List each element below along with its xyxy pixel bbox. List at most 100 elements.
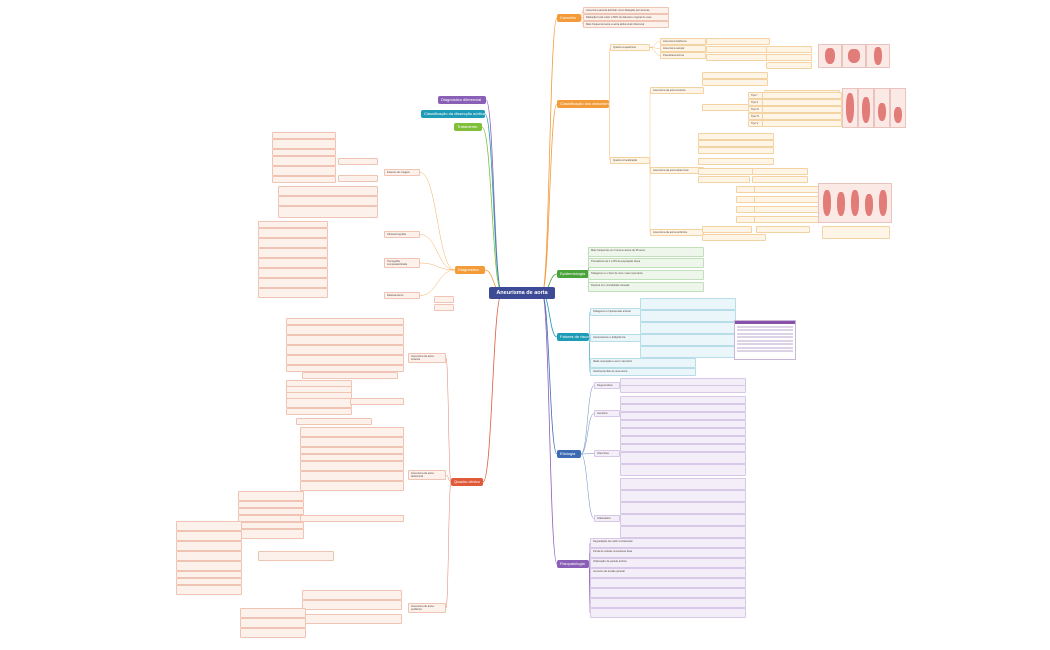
connector-line	[481, 126, 503, 294]
etiologia-item: Genética	[594, 410, 620, 417]
quadro-detail	[240, 608, 306, 618]
crawford-desc	[762, 120, 842, 127]
branch-classificacao[interactable]: Classificação dos aneurismas	[557, 100, 609, 108]
local-item: Aneurisma da aorta torácica	[650, 87, 704, 94]
abdominal-detail	[736, 216, 756, 223]
forma-detail	[766, 62, 812, 69]
quadro-detail	[238, 501, 304, 508]
branch-diagnostico-diferencial[interactable]: Diagnóstico diferencial	[438, 96, 486, 104]
periferica-detail	[702, 226, 752, 233]
quadro-detail	[286, 355, 404, 365]
conceito-item: Aneurisma arterial definido como dilataç…	[583, 7, 669, 14]
etiologia-item: Inflamatória	[594, 515, 620, 522]
quadro-detail	[286, 335, 404, 345]
epidemio-item: Ruptura tem mortalidade elevada	[588, 282, 704, 292]
abdominal-detail	[736, 206, 756, 213]
branch-fatores-risco[interactable]: Fatores de risco	[557, 333, 589, 341]
connector-line	[608, 47, 611, 105]
diagnostico-detail	[258, 221, 328, 228]
diagnostico-detail	[272, 149, 336, 156]
toracica-detail	[702, 79, 768, 86]
branch-epidemiologia[interactable]: Epidemiologia	[557, 270, 589, 278]
periferica-detail	[756, 226, 810, 233]
branch-classificacao-disseccao[interactable]: Classificação da dissecção aórtica	[421, 110, 485, 118]
quadro-detail	[238, 491, 304, 501]
connector-line	[484, 113, 503, 294]
root-node[interactable]: Aneurisma de aorta	[489, 287, 555, 299]
quadro-detail	[286, 408, 352, 415]
connector-line	[419, 262, 456, 271]
quadro-detail	[238, 515, 304, 522]
forma-detail	[706, 54, 770, 61]
forma-item: Aneurisma sacular	[660, 45, 706, 52]
connector-line	[580, 17, 584, 25]
quadro-detail	[300, 471, 404, 481]
connector-line	[445, 357, 452, 483]
branch-etiologia[interactable]: Etiologia	[557, 450, 581, 458]
connector-line	[588, 336, 591, 373]
quadro-detail	[176, 585, 242, 595]
branch-quadro-clinico[interactable]: Quadro clínico	[451, 478, 483, 486]
etiologia-detail	[620, 436, 746, 444]
crawford-illustration	[858, 88, 874, 128]
etiologia-detail	[620, 412, 746, 420]
diagnostico-note	[434, 304, 454, 311]
crawford-illustration	[874, 88, 890, 128]
quadro-detail	[300, 515, 404, 522]
fatores-item: Tabagismo e hipertensão arterial	[590, 308, 642, 316]
quadro-detail	[300, 454, 404, 461]
diagnostico-sub	[338, 175, 378, 182]
abdominal-detail	[754, 186, 820, 193]
quadro-detail	[286, 325, 404, 335]
fatores-detail	[640, 334, 736, 346]
etiologia-detail	[620, 526, 746, 538]
diagnostico-detail	[258, 228, 328, 238]
branch-fisiopatologia[interactable]: Fisiopatologia	[557, 560, 589, 568]
fatores-item: Aterosclerose e dislipidemia	[590, 334, 642, 342]
diagnostico-note	[434, 296, 454, 303]
etiologia-detail	[620, 404, 746, 412]
quadro-detail	[296, 418, 372, 425]
classificacao-forma: Quanto à aparência	[610, 44, 650, 51]
diagnostico-detail	[258, 268, 328, 278]
quadro-detail	[240, 628, 306, 638]
branch-tratamento[interactable]: Tratamento	[454, 123, 482, 131]
etiologia-detail	[620, 478, 746, 490]
risk-table-image	[734, 320, 796, 360]
epidemio-item: Prevalência de 4 a 8% da população idosa	[588, 258, 704, 268]
fisio-detail	[590, 598, 746, 608]
epidemio-item: Mais frequentes em homens acima de 65 an…	[588, 247, 704, 257]
local-item: Aneurisma da aorta periférica	[650, 229, 704, 236]
abdominal-detail	[752, 168, 808, 175]
etiologia-detail	[620, 428, 746, 436]
connector-line	[588, 552, 591, 565]
diagnostico-detail	[258, 248, 328, 258]
aneurysm-illustration	[866, 44, 890, 68]
diagnostico-item: Rastreamento	[384, 292, 420, 299]
crawford-desc	[762, 113, 842, 120]
connector-line	[419, 269, 456, 296]
diagnostico-item: Ultrassonografia	[384, 231, 420, 238]
quadro-detail	[240, 618, 306, 628]
connector-line	[541, 17, 558, 294]
connector-line	[445, 481, 452, 609]
branch-diagnostico[interactable]: Diagnóstico	[455, 266, 485, 274]
fatores-detail	[640, 310, 736, 322]
local-item: Aneurisma da aorta abdominal	[650, 167, 704, 174]
forma-detail	[766, 54, 812, 61]
connector-line	[419, 234, 456, 271]
quadro-detail	[176, 571, 242, 578]
diagnostico-detail	[278, 206, 378, 218]
fisio-detail	[590, 578, 746, 588]
fisio-item: Aumento da tensão parietal	[590, 568, 746, 578]
crawford-desc	[762, 92, 842, 99]
fisio-item: Perda de células musculares lisas	[590, 548, 746, 558]
quadro-detail	[176, 551, 242, 561]
connector-line	[445, 474, 452, 483]
diagnostico-detail	[272, 156, 336, 166]
branch-conceito[interactable]: Conceito	[557, 14, 581, 22]
quadro-detail	[176, 578, 242, 585]
connector-line	[482, 292, 503, 483]
fisio-detail	[590, 608, 746, 618]
